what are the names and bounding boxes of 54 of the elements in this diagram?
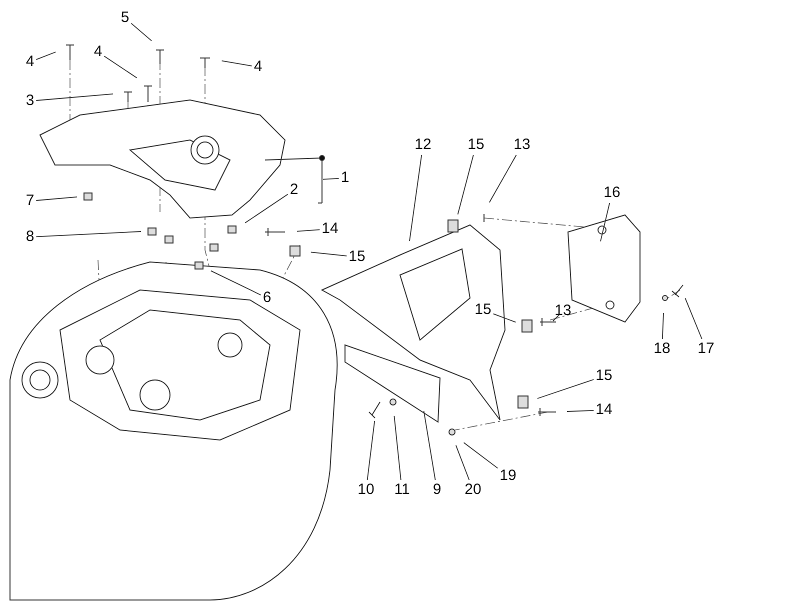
leader-line [36, 231, 142, 238]
callout-number: 10 [358, 481, 374, 499]
leader-line [36, 196, 78, 201]
leader-line [104, 56, 138, 78]
callout-number: 5 [120, 9, 130, 27]
callout-number: 7 [26, 192, 34, 210]
callout-number: 19 [500, 467, 516, 485]
callout-number: 15 [468, 136, 484, 154]
callout-number: 14 [596, 401, 612, 419]
callout-number: 11 [394, 481, 410, 499]
callout-number: 15 [596, 367, 612, 385]
callout-number: 4 [26, 53, 34, 71]
leader-line [310, 252, 348, 256]
callout-number: 1 [340, 169, 350, 187]
callout-number: 9 [432, 481, 442, 499]
leader-line [394, 415, 402, 480]
callout-number: 4 [254, 58, 262, 76]
leader-line [488, 154, 517, 203]
callout-number: 13 [514, 136, 530, 154]
callout-number: 20 [464, 481, 482, 499]
leader-line [322, 178, 340, 180]
leader-line [366, 420, 376, 480]
leader-line [221, 60, 252, 66]
callout-number: 13 [554, 302, 572, 320]
callout-number: 12 [414, 136, 432, 154]
callout-number: 6 [262, 289, 272, 307]
callout-number: 15 [474, 301, 492, 319]
leader-line [423, 410, 436, 480]
leader-line [130, 22, 152, 42]
leader-line [552, 314, 560, 322]
callout-number: 15 [348, 248, 366, 266]
leader-line [36, 52, 56, 60]
leader-line [536, 379, 594, 399]
leader-line [684, 298, 702, 340]
leader-line [662, 312, 664, 340]
leader-line [244, 194, 288, 224]
leader-line [457, 154, 474, 215]
leader-line [210, 270, 262, 296]
leader-line [36, 93, 114, 101]
leader-line [566, 410, 594, 412]
callout-number: 3 [26, 92, 34, 110]
leader-line [492, 313, 516, 323]
callout-number: 8 [26, 228, 34, 246]
callout-number: 18 [654, 340, 670, 358]
callout-number: 14 [322, 220, 338, 238]
leader-line [409, 154, 422, 242]
leader-line [463, 442, 498, 469]
callout-number: 17 [698, 340, 714, 358]
callout-number: 16 [604, 184, 620, 202]
callout-number: 4 [94, 43, 102, 61]
callout-number: 2 [290, 181, 298, 199]
leader-line [600, 202, 610, 242]
leader-line [296, 229, 320, 232]
leader-line [455, 444, 470, 480]
